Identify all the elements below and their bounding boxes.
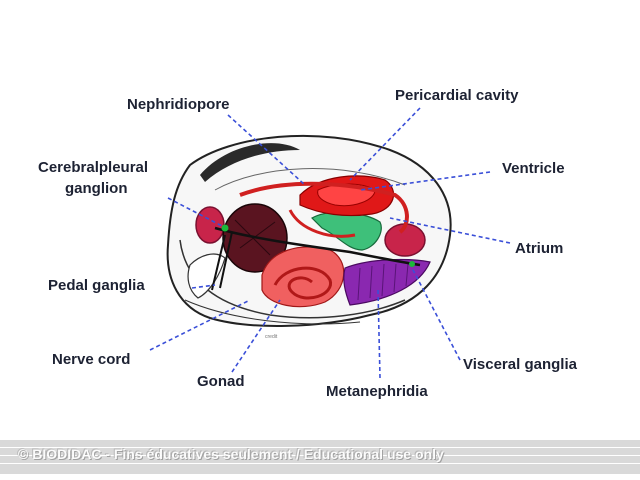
label-nephridiopore: Nephridiopore — [127, 96, 230, 113]
label-nerve-cord: Nerve cord — [52, 351, 131, 368]
label-cerebralpleural-line1: Cerebralpleural — [38, 159, 149, 176]
figure-credit: credit — [265, 334, 278, 340]
leader-nephridiopore — [227, 114, 306, 186]
label-visceral-ganglia: Visceral ganglia — [463, 356, 577, 373]
watermark-bar — [0, 440, 640, 474]
label-pedal-ganglia: Pedal ganglia — [48, 277, 145, 294]
leader-pedal-ganglia — [191, 284, 216, 289]
label-gonad: Gonad — [197, 373, 245, 390]
leader-lines — [149, 107, 511, 379]
mantle-edge — [184, 299, 361, 325]
label-metanephridia: Metanephridia — [326, 383, 428, 400]
leader-ventricle — [359, 171, 491, 191]
shell-hinge-dark — [200, 143, 300, 182]
leader-cerebralpleural — [167, 197, 223, 227]
leader-pericardial-cavity — [349, 107, 421, 181]
intestine-loop — [288, 209, 356, 238]
leader-nerve-cord — [149, 299, 251, 351]
watermark-stripe — [0, 463, 640, 464]
watermark-stripe — [0, 455, 640, 456]
leader-metanephridia — [377, 289, 381, 379]
watermark-stripe — [0, 447, 640, 448]
label-pericardial-cavity: Pericardial cavity — [395, 87, 519, 104]
pedal-nerve — [211, 231, 233, 291]
label-atrium: Atrium — [515, 240, 564, 257]
leader-gonad — [231, 299, 281, 373]
shell-growth-line — [214, 168, 406, 191]
label-ventricle: Ventricle — [502, 160, 565, 177]
metanephridia-texture — [357, 263, 409, 301]
label-cerebralpleural-line2: ganglion — [65, 180, 128, 197]
watermark-text: © BIODIDAC - Fins éducatives seulement /… — [18, 446, 444, 462]
nerve-cord — [214, 226, 421, 267]
visceral-ganglion-marker — [409, 261, 415, 267]
intestine-coil — [273, 266, 332, 300]
cerebralpleural-ganglion-marker — [221, 224, 229, 232]
leader-visceral-ganglia — [411, 267, 461, 361]
intestine — [239, 181, 409, 234]
